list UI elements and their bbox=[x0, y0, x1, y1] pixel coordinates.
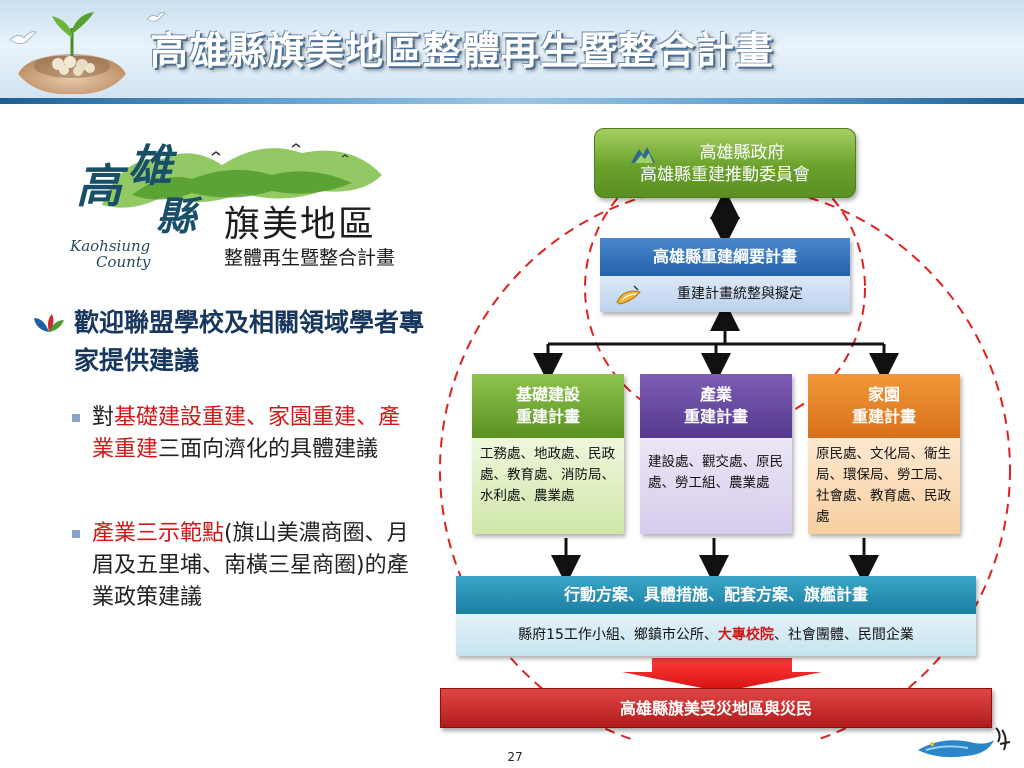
red-down-arrow bbox=[622, 658, 822, 692]
master-plan-subtitle: 重建計畫統整與擬定 bbox=[677, 286, 803, 302]
diagram-connectors bbox=[439, 147, 1011, 740]
documents-icon bbox=[616, 285, 641, 305]
dashed-circle-inner bbox=[584, 147, 866, 429]
county-emblem-icon bbox=[631, 147, 655, 163]
leaf-bullet-icon bbox=[34, 314, 64, 332]
footer-emblem-icon bbox=[918, 727, 1011, 758]
page-number: 27 bbox=[507, 750, 523, 764]
homeland-departments: 原民處、文化局、衛生局、環保局、勞工局、社會處、教育處、民政處 bbox=[808, 438, 960, 534]
dove-icon bbox=[146, 12, 166, 22]
highlight-universities: 大專校院 bbox=[717, 627, 774, 643]
industry-plan-box: 產業 重建計畫 建設處、觀交處、原民處、勞工組、農業處 bbox=[640, 374, 792, 534]
master-plan-subtitle-row: 重建計畫統整與擬定 bbox=[600, 276, 850, 312]
industry-departments: 建設處、觀交處、原民處、勞工組、農業處 bbox=[640, 438, 792, 534]
highlight-text: 、 bbox=[246, 405, 269, 430]
col-title-line1: 產業 bbox=[699, 385, 732, 404]
sub-text: 三面向濟化的具體建議 bbox=[158, 437, 379, 462]
infrastructure-departments: 工務處、地政處、民政處、教育處、消防局、水利處、農業處 bbox=[472, 438, 624, 534]
highlight-text: 基礎建設重建 bbox=[114, 405, 247, 430]
col-title-line1: 家園 bbox=[867, 385, 900, 404]
master-plan-box: 高雄縣重建綱要計畫 重建計畫統整與擬定 bbox=[600, 238, 850, 312]
logo-char: 縣 bbox=[156, 193, 196, 240]
highlight-text: 產業重建 bbox=[92, 405, 401, 462]
square-bullet-icon bbox=[72, 414, 80, 422]
dove-icon bbox=[9, 31, 37, 45]
logo-char: 雄 bbox=[128, 141, 172, 192]
dashed-circle-outer bbox=[439, 184, 1011, 740]
gov-line1: 高雄縣政府 bbox=[699, 143, 785, 163]
slide-header: 高雄縣旗美地區整體再生暨整合計畫 bbox=[0, 0, 1024, 104]
hands-holding-seeds-image bbox=[18, 12, 126, 95]
industry-plan-title: 產業 重建計畫 bbox=[640, 374, 792, 438]
logo-plan-name: 整體再生暨整合計畫 bbox=[224, 247, 396, 269]
participants-text: 縣府15工作小組、鄉鎮市公所、 bbox=[518, 627, 718, 643]
col-title-line1: 基礎建設 bbox=[515, 385, 580, 404]
county-government-box: 高雄縣政府 高雄縣重建推動委員會 bbox=[594, 128, 856, 198]
action-plan-box: 行動方案、具體措施、配套方案、旗艦計畫 縣府15工作小組、鄉鎮市公所、大專校院、… bbox=[456, 576, 976, 656]
action-plan-title: 行動方案、具體措施、配套方案、旗艦計畫 bbox=[456, 576, 976, 614]
sub-text: 對 bbox=[92, 405, 115, 430]
sub-bullet-reconstruction: 對基礎建設重建、家園重建、產業重建三面向濟化的具體建議 bbox=[72, 402, 412, 466]
sub-bullet-industry: 產業三示範點(旗山美濃商圈、月眉及五里埔、南橫三星商圈)的產業政策建議 bbox=[72, 518, 412, 614]
homeland-plan-box: 家園 重建計畫 原民處、文化局、衛生局、環保局、勞工局、社會處、教育處、民政處 bbox=[808, 374, 960, 534]
main-bullet: 歡迎聯盟學校及相關領域學者專家提供建議 bbox=[32, 304, 432, 380]
slide-title: 高雄縣旗美地區整體再生暨整合計畫 bbox=[150, 29, 775, 73]
kaohsiung-county-logo: 高 雄 縣 Kaohsiung County 旗美地區 整體再生暨整合計畫 bbox=[62, 135, 422, 275]
gov-line2: 高雄縣重建推動委員會 bbox=[640, 165, 810, 185]
highlight-text: 、 bbox=[356, 405, 379, 430]
infrastructure-plan-box: 基礎建設 重建計畫 工務處、地政處、民政處、教育處、消防局、水利處、農業處 bbox=[472, 374, 624, 534]
logo-char: 高 bbox=[76, 159, 122, 213]
main-bullet-text: 歡迎聯盟學校及相關領域學者專家提供建議 bbox=[74, 308, 425, 375]
participants-text: 、社會團體、民間企業 bbox=[773, 627, 914, 643]
col-title-line2: 重建計畫 bbox=[515, 407, 580, 426]
logo-english-line1: Kaohsiung bbox=[70, 237, 151, 255]
logo-english-line2: County bbox=[96, 253, 151, 271]
infrastructure-plan-title: 基礎建設 重建計畫 bbox=[472, 374, 624, 438]
logo-region-name: 旗美地區 bbox=[224, 204, 377, 245]
square-bullet-icon bbox=[72, 530, 80, 538]
sub-text: (旗山美濃商圈、月眉及五里埔、南橫三星商圈)的產業政策建議 bbox=[92, 521, 409, 610]
master-plan-title: 高雄縣重建綱要計畫 bbox=[600, 238, 850, 276]
highlight-text: 產業三示範點 bbox=[92, 521, 225, 546]
col-title-line2: 重建計畫 bbox=[851, 407, 916, 426]
homeland-plan-title: 家園 重建計畫 bbox=[808, 374, 960, 438]
highlight-text: 家園重建 bbox=[268, 405, 357, 430]
col-title-line2: 重建計畫 bbox=[683, 407, 748, 426]
mountain-logo-graphic bbox=[102, 143, 382, 208]
action-plan-participants: 縣府15工作小組、鄉鎮市公所、大專校院、社會團體、民間企業 bbox=[456, 614, 976, 656]
organization-diagram: 高雄縣政府 高雄縣重建推動委員會 高雄縣重建綱要計畫 重建計畫統整與擬定 基礎建… bbox=[430, 120, 1020, 740]
disaster-area-box: 高雄縣旗美受災地區與災民 bbox=[440, 688, 992, 728]
